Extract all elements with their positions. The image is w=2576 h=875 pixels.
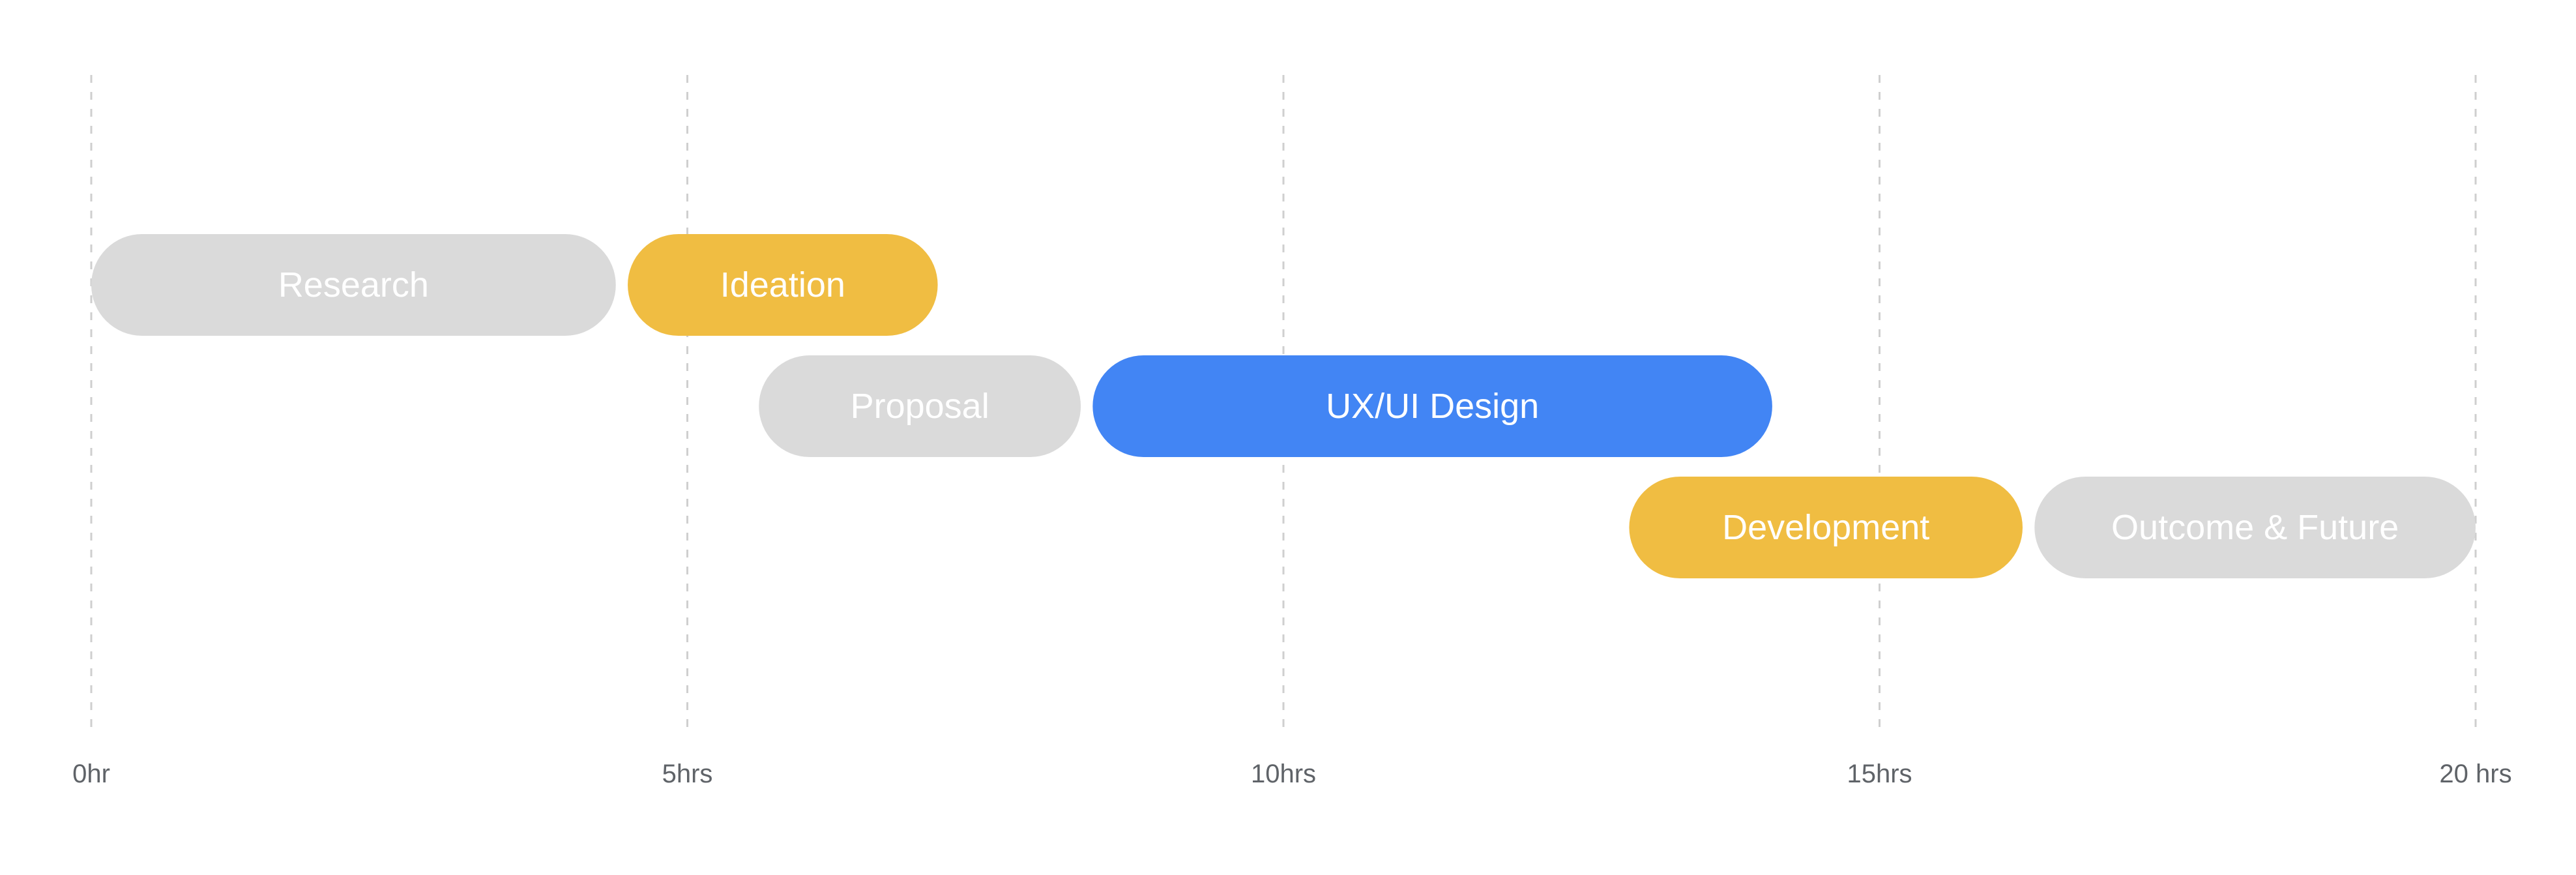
- task-bar-outcome-and-future: Outcome & Future: [2034, 477, 2476, 578]
- task-bar-shape-research: [91, 234, 616, 336]
- task-bar-label-ideation: Ideation: [720, 265, 845, 304]
- task-bar-shape-development: [1629, 477, 2023, 578]
- task-bar-research: Research: [91, 234, 616, 336]
- x-tick-label-20-hrs: 20 hrs: [2439, 760, 2511, 788]
- task-bar-shape-ux-ui-design: [1092, 355, 1772, 457]
- task-bar-label-research: Research: [278, 265, 429, 304]
- task-bar-label-outcome-and-future: Outcome & Future: [2111, 508, 2399, 547]
- x-tick-label-5hrs: 5hrs: [662, 760, 713, 788]
- x-axis-ticks: 0hr 5hrs 10hrs 15hrs 20 hrs: [72, 760, 2511, 788]
- x-tick-label-10hrs: 10hrs: [1251, 760, 1316, 788]
- task-bar-ux-ui-design: UX/UI Design: [1092, 355, 1772, 457]
- task-bar-shape-proposal: [759, 355, 1081, 457]
- x-tick-label-0hr: 0hr: [72, 760, 110, 788]
- task-bar-shape-ideation: [628, 234, 938, 336]
- task-bar-ideation: Ideation: [628, 234, 938, 336]
- task-bar-label-proposal: Proposal: [851, 387, 989, 426]
- task-bar-label-ux-ui-design: UX/UI Design: [1326, 387, 1539, 426]
- task-bar-proposal: Proposal: [759, 355, 1081, 457]
- task-bar-label-development: Development: [1722, 508, 1929, 547]
- task-bar-shape-outcome-and-future: [2034, 477, 2476, 578]
- x-tick-label-15hrs: 15hrs: [1847, 760, 1912, 788]
- task-bar-development: Development: [1629, 477, 2023, 578]
